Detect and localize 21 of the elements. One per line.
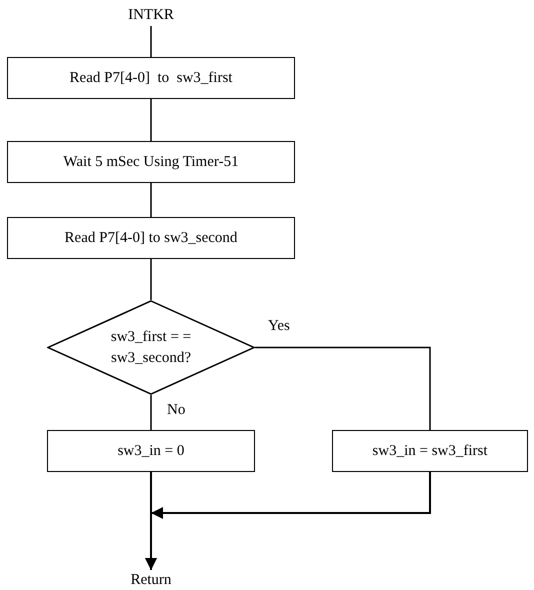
- connector-line: [150, 99, 152, 141]
- node-text: sw3_first = = sw3_second?: [110, 328, 192, 368]
- node-text: Read P7[4-0] to sw3_second: [64, 230, 238, 246]
- arrow: [145, 472, 431, 570]
- connector-line: [150, 259, 152, 300]
- process-box: [47, 430, 255, 472]
- process-box: [7, 217, 295, 259]
- process-box: [332, 430, 528, 472]
- terminal-text: Return: [130, 572, 172, 588]
- node-text: sw3_in = sw3_first: [372, 442, 488, 460]
- connector-line: [255, 346, 431, 430]
- decision-diamond: [47, 300, 255, 395]
- node-text: sw3_in = 0: [118, 442, 184, 460]
- connector-line: [150, 26, 152, 57]
- process-box: [7, 141, 295, 183]
- node-text: Read P7[4-0] to sw3_first: [70, 70, 232, 86]
- connector-line: [150, 395, 152, 430]
- terminal-text: INTKR: [128, 6, 174, 24]
- connector-line: [150, 183, 152, 217]
- process-box: [7, 57, 295, 99]
- node-text: Wait 5 mSec Using Timer-51: [63, 154, 239, 170]
